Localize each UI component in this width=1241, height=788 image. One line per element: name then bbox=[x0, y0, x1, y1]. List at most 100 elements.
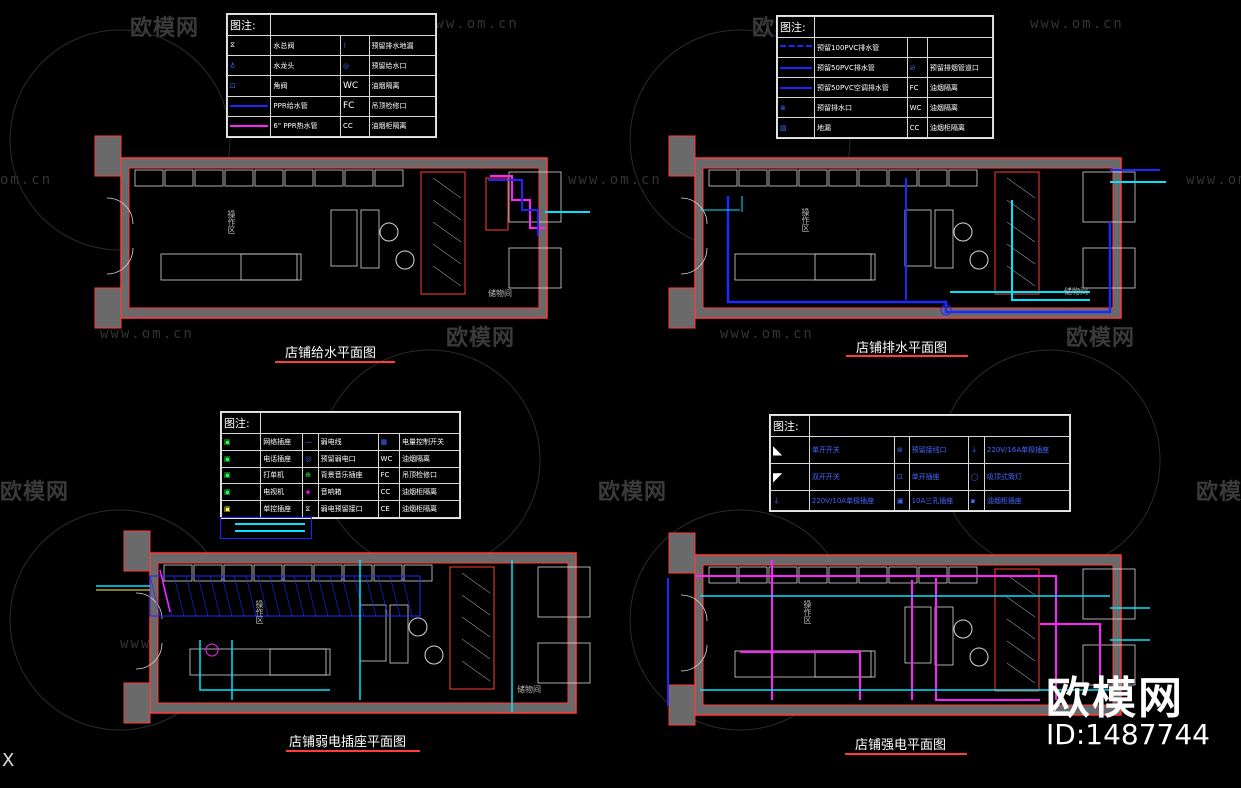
counter-cabinet bbox=[374, 169, 404, 187]
hatch-line bbox=[1006, 640, 1036, 662]
watermark-brand: 欧模网 bbox=[598, 480, 668, 505]
hatch-line bbox=[432, 221, 462, 243]
chair bbox=[953, 619, 973, 639]
hatch-line bbox=[461, 616, 491, 638]
hatch-line bbox=[432, 243, 462, 265]
cable-tray-hatch bbox=[401, 575, 413, 617]
cable-tray-hatch bbox=[329, 575, 341, 617]
legend-code: WC bbox=[340, 75, 370, 97]
legend-item: 预留50PVC空调排水管 bbox=[814, 77, 908, 98]
legend-item: 预留排烟管道口 bbox=[926, 57, 994, 78]
counter-cabinet bbox=[738, 169, 768, 187]
counter-cabinet bbox=[708, 169, 738, 187]
legend-item: 电话插座 bbox=[260, 449, 304, 468]
legend-code: CC bbox=[377, 483, 400, 502]
storage-partition bbox=[420, 171, 466, 295]
legend-item: 预留100PVC排水管 bbox=[814, 37, 908, 58]
legend-item: 打单机 bbox=[260, 466, 304, 485]
door-swing bbox=[135, 592, 163, 620]
legend-item: 油烟柜插座 bbox=[983, 490, 1071, 511]
watermark-url: www.om.cn bbox=[1030, 16, 1124, 32]
chair bbox=[408, 617, 428, 637]
counter-cabinet bbox=[798, 169, 828, 187]
counter-cabinet bbox=[163, 564, 193, 582]
counter-cabinet bbox=[223, 564, 253, 582]
legend-item: 吸顶式筒灯 bbox=[983, 463, 1071, 492]
counter-cabinet bbox=[768, 169, 798, 187]
toilet-room bbox=[1082, 568, 1136, 620]
counter-cabinet bbox=[194, 169, 224, 187]
hatched-wall bbox=[485, 177, 509, 231]
brand-logo-text: 欧模网 bbox=[1046, 673, 1184, 724]
floor-drain bbox=[940, 304, 952, 316]
wall-column bbox=[123, 530, 151, 572]
hatch-line bbox=[461, 572, 491, 594]
storage-shelf bbox=[508, 247, 562, 289]
cable-tray-hatch bbox=[305, 575, 317, 617]
legend-item: 角阀 bbox=[270, 75, 341, 97]
title-underline bbox=[845, 753, 967, 755]
legend-item: 单开插座 bbox=[908, 463, 969, 492]
chair bbox=[395, 250, 415, 270]
close-icon[interactable]: X bbox=[2, 750, 15, 771]
cable-tray-hatch bbox=[149, 575, 161, 617]
counter-cabinet bbox=[344, 169, 374, 187]
sink-unit bbox=[240, 253, 298, 281]
legend-code: WC bbox=[906, 97, 928, 118]
legend-high-voltage: 图注: ◣单开开关⊗预留接线口⏚220V/16A单极插座 ◤双开开关⊡单开插座◯… bbox=[769, 414, 1071, 512]
legend-item: 油烟柜隔离 bbox=[368, 115, 437, 138]
legend-item: 电视机 bbox=[260, 483, 304, 502]
wall-column bbox=[94, 135, 122, 177]
legend-item: 油烟柜隔离 bbox=[398, 483, 461, 502]
door-swing bbox=[680, 644, 708, 672]
storage-shelf bbox=[537, 642, 591, 684]
watermark-url: www.om.cn bbox=[1186, 172, 1241, 188]
legend-code: CC bbox=[906, 117, 928, 138]
legend-item: 网络插座 bbox=[260, 433, 304, 451]
wall-column bbox=[668, 532, 696, 574]
cable-tray bbox=[149, 575, 421, 617]
cable-tray-hatch bbox=[341, 575, 353, 617]
interior-floor bbox=[702, 167, 1114, 309]
counter-cabinet bbox=[343, 564, 373, 582]
watermark-brand: 欧模网 bbox=[1066, 326, 1136, 351]
room-label: 操作区 bbox=[801, 208, 810, 232]
toilet-room bbox=[508, 171, 562, 223]
legend-item: 单控插座 bbox=[260, 500, 304, 518]
door-swing bbox=[680, 197, 708, 225]
legend-header: 图注: bbox=[226, 14, 272, 36]
wall-column bbox=[123, 682, 151, 724]
room-label: 储物间 bbox=[517, 685, 541, 694]
door-swing bbox=[106, 247, 134, 275]
hatch-line bbox=[432, 265, 462, 287]
counter-cabinet bbox=[858, 169, 888, 187]
work-table bbox=[734, 253, 876, 281]
work-table bbox=[160, 253, 302, 281]
supply-pipe bbox=[488, 179, 539, 236]
power-circuit bbox=[696, 575, 1057, 700]
hatch-line bbox=[461, 660, 491, 682]
legend-item: 220V/16A单极插座 bbox=[983, 435, 1071, 465]
legend-item: 水龙头 bbox=[270, 55, 341, 77]
legend-header: 图注: bbox=[220, 412, 262, 434]
counter-cabinet bbox=[134, 169, 164, 187]
watermark-brand: 欧模网 bbox=[446, 326, 516, 351]
legend-item: 油烟隔离 bbox=[368, 75, 437, 97]
room-label: 操作区 bbox=[227, 210, 236, 234]
power-circuit bbox=[740, 651, 861, 700]
drain-pipe bbox=[726, 196, 1112, 314]
storage-shelf bbox=[1082, 644, 1136, 686]
chair bbox=[379, 222, 399, 242]
cable-tray-hatch bbox=[317, 575, 329, 617]
chair bbox=[953, 222, 973, 242]
toilet-room bbox=[537, 566, 591, 618]
door-swing bbox=[135, 642, 163, 670]
legend-item: 220V/10A单极插座 bbox=[808, 490, 895, 511]
storage-partition bbox=[449, 566, 495, 690]
plan-title: 店铺弱电插座平面图 bbox=[289, 735, 407, 750]
hatch-line bbox=[1006, 662, 1036, 684]
legend-item: 吊顶检修口 bbox=[368, 95, 437, 117]
hatch-line bbox=[1006, 177, 1036, 199]
